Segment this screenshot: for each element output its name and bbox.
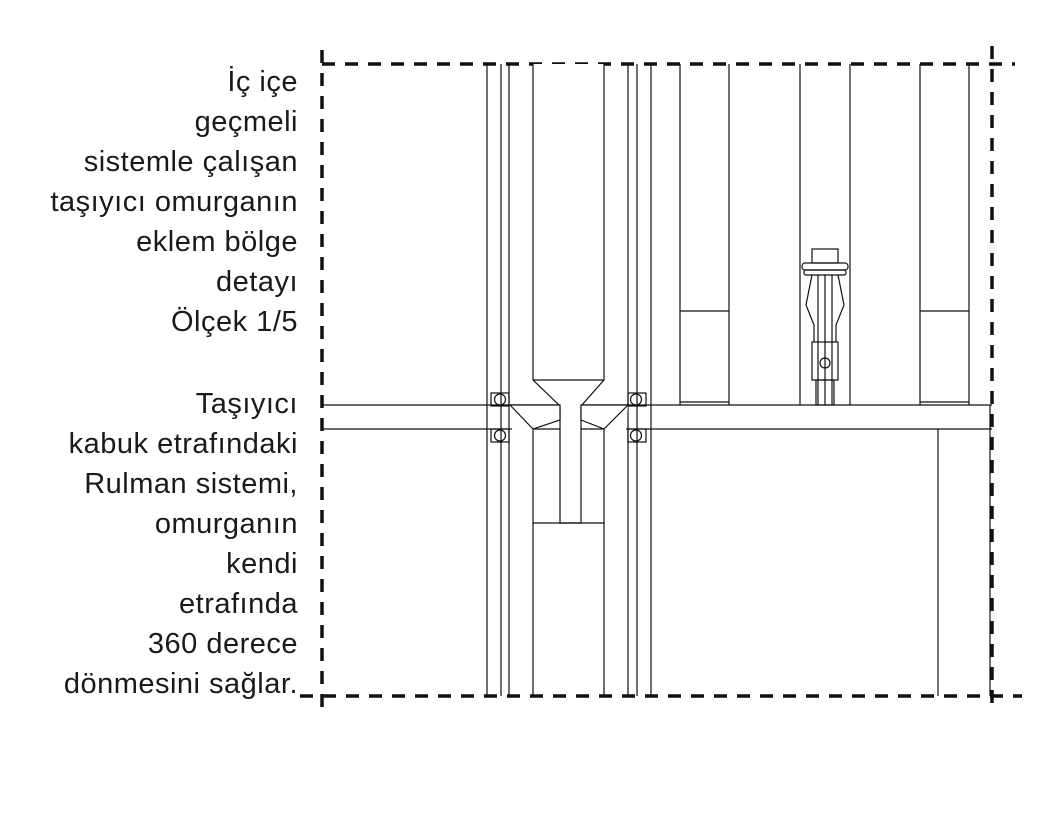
bearing-ball: [629, 393, 643, 406]
detail-frame: [300, 46, 1022, 712]
bearing-lower-right: [627, 428, 647, 443]
hinge-connector: [799, 64, 851, 406]
caption-line: sistemle çalışan: [83, 146, 298, 178]
hinge-cap: [811, 248, 839, 264]
hinge-clamp-right: [835, 274, 845, 342]
bearing-ball: [493, 429, 507, 442]
bearing-housing: [627, 428, 647, 443]
caption-line: Rulman sistemi,: [84, 468, 298, 500]
spine-neck-bevel-right: [603, 404, 629, 430]
caption-line: taşıyıcı omurganın: [50, 186, 298, 218]
hinge-washer: [801, 262, 849, 271]
caption-line: Taşıyıcı: [195, 388, 298, 420]
spine-upper-body: [532, 64, 605, 524]
bearing-housing: [490, 392, 510, 407]
caption-joint-detail: İç içe geçmeli sistemle çalışan taşıyıcı…: [50, 62, 298, 342]
bearing-lower-left: [490, 428, 510, 443]
hinge-foot: [815, 379, 835, 406]
caption-bearing-system: Taşıyıcı kabuk etrafındaki Rulman sistem…: [64, 384, 298, 704]
bearing-housing: [490, 428, 510, 443]
post-left: [679, 64, 730, 405]
caption-line: kabuk etrafındaki: [68, 428, 298, 460]
deck-plates: [322, 404, 992, 696]
caption-line: omurganın: [154, 508, 298, 540]
caption-line: kendi: [226, 548, 298, 580]
caption-line: geçmeli: [194, 106, 298, 138]
inner-spine: [509, 64, 629, 696]
hinge-pin: [819, 357, 831, 369]
outer-shell-tubes: [486, 64, 652, 696]
caption-scale: Ölçek 1/5: [171, 306, 298, 338]
bearing-ball: [629, 429, 643, 442]
caption-line: dönmesini sağlar.: [63, 668, 298, 700]
hinge-washer: [803, 269, 847, 276]
caption-line: detayı: [216, 266, 298, 298]
bearing-ball: [493, 393, 507, 406]
bearing-upper-left: [490, 392, 510, 407]
caption-line: 360 derece: [147, 628, 298, 660]
caption-line: eklem bölge: [136, 226, 298, 258]
post-right: [919, 64, 970, 405]
bearing-housing: [627, 392, 647, 407]
spine-neck-bevel-left: [509, 404, 534, 430]
bearing-set: [490, 392, 647, 443]
bearing-upper-right: [627, 392, 647, 407]
hinge-clamp-left: [805, 274, 815, 342]
spine-neck-collar: [510, 404, 628, 696]
caption-line: İç içe: [227, 66, 298, 98]
caption-line: etrafında: [179, 588, 298, 620]
